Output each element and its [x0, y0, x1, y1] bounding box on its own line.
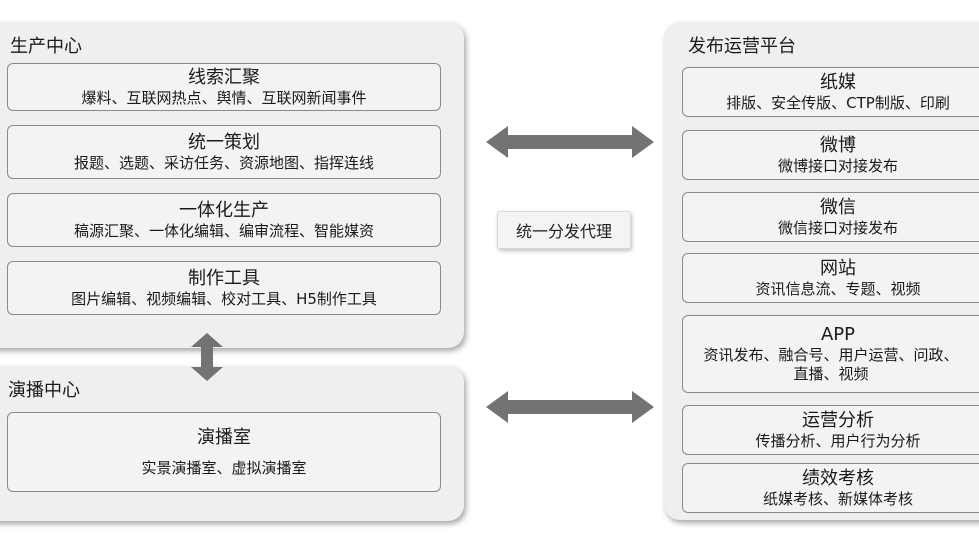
box-title: 网站 — [820, 257, 856, 279]
vertical-double-arrow-icon — [191, 333, 223, 381]
horizontal-double-arrow-icon — [486, 391, 654, 423]
box-desc: 微博接口对接发布 — [777, 156, 898, 175]
box-title: 统一策划 — [188, 131, 260, 153]
box-desc: 爆料、互联网热点、舆情、互联网新闻事件 — [81, 88, 367, 107]
box-desc: 排版、安全传版、CTP制版、印刷 — [726, 93, 950, 112]
box-print-media: 纸媒 排版、安全传版、CTP制版、印刷 — [682, 67, 979, 117]
box-title: 微博 — [820, 134, 856, 156]
box-desc: 稿源汇聚、一体化编辑、编审流程、智能媒资 — [73, 221, 374, 240]
box-operation-analysis: 运营分析 传播分析、用户行为分析 — [682, 405, 979, 455]
box-title: 线索汇聚 — [188, 66, 260, 88]
box-title: APP — [820, 324, 856, 345]
broadcast-center-title: 演播中心 — [8, 380, 80, 401]
box-desc: 实景演播室、虚拟演播室 — [141, 458, 307, 477]
box-performance-review: 绩效考核 纸媒考核、新媒体考核 — [682, 463, 979, 513]
box-desc: 纸媒考核、新媒体考核 — [762, 489, 913, 508]
box-studio: 演播室 实景演播室、虚拟演播室 — [7, 412, 441, 492]
box-production-tools: 制作工具 图片编辑、视频编辑、校对工具、H5制作工具 — [7, 261, 441, 315]
platform-title: 发布运营平台 — [688, 36, 796, 57]
box-desc: 传播分析、用户行为分析 — [755, 431, 921, 450]
horizontal-double-arrow-icon — [486, 126, 654, 158]
box-unified-planning: 统一策划 报题、选题、采访任务、资源地图、指挥连线 — [7, 125, 441, 179]
distribution-agent-label: 统一分发代理 — [497, 211, 631, 249]
box-title: 纸媒 — [820, 71, 856, 93]
box-desc: 微信接口对接发布 — [777, 218, 898, 237]
box-title: 制作工具 — [188, 267, 260, 289]
box-wechat: 微信 微信接口对接发布 — [682, 192, 979, 242]
box-app: APP 资讯发布、融合号、用户运营、问政、直播、视频 — [682, 315, 979, 393]
box-weibo: 微博 微博接口对接发布 — [682, 130, 979, 180]
box-desc: 资讯信息流、专题、视频 — [755, 279, 921, 298]
production-center-title: 生产中心 — [10, 36, 82, 57]
box-title: 运营分析 — [802, 409, 874, 431]
box-title: 演播室 — [197, 426, 251, 448]
box-integrated-production: 一体化生产 稿源汇聚、一体化编辑、编审流程、智能媒资 — [7, 193, 441, 247]
box-website: 网站 资讯信息流、专题、视频 — [682, 253, 979, 303]
box-desc: 图片编辑、视频编辑、校对工具、H5制作工具 — [71, 289, 377, 308]
box-title: 绩效考核 — [802, 467, 874, 489]
box-title: 微信 — [820, 196, 856, 218]
box-clue-aggregation: 线索汇聚 爆料、互联网热点、舆情、互联网新闻事件 — [7, 63, 441, 111]
box-desc: 报题、选题、采访任务、资源地图、指挥连线 — [73, 153, 374, 172]
box-desc: 资讯发布、融合号、用户运营、问政、直播、视频 — [703, 346, 959, 383]
box-title: 一体化生产 — [179, 199, 269, 221]
